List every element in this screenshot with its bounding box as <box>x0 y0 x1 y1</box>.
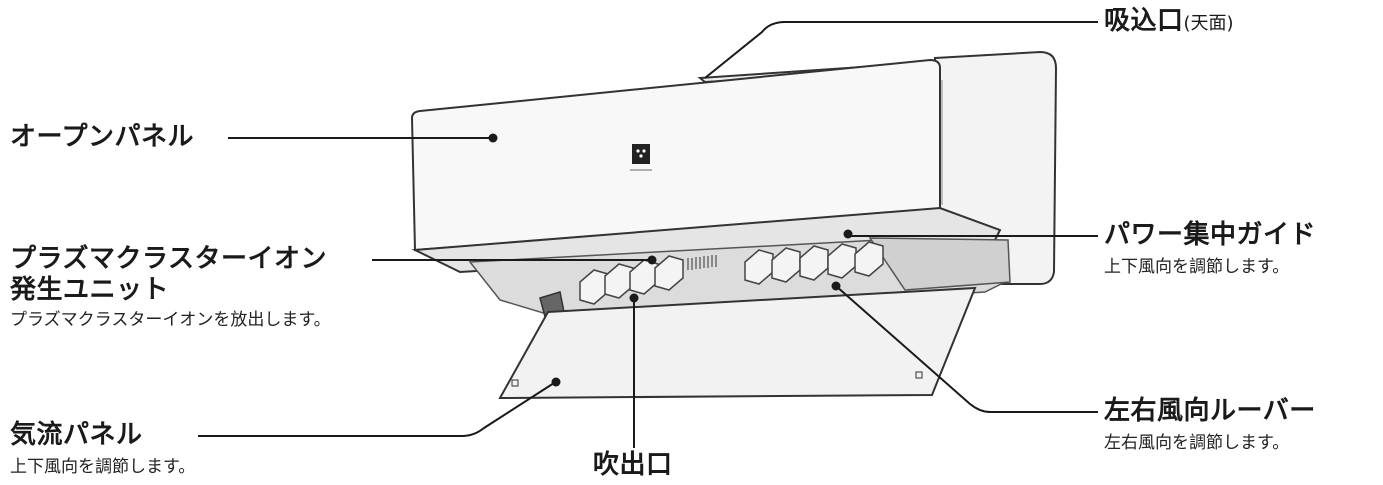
indoor-unit <box>410 50 1058 285</box>
label-plasma-title-1: プラズマクラスターイオン <box>10 244 327 274</box>
label-intake: 吸込口(天面) <box>1104 6 1234 37</box>
label-intake-title: 吸込口 <box>1104 6 1184 36</box>
label-louver: 左右風向ルーバー 左右風向を調節します。 <box>1104 396 1316 454</box>
leader-airflow-panel <box>198 382 555 437</box>
label-airflow-panel-title: 気流パネル <box>10 420 143 450</box>
label-louver-desc: 左右風向を調節します。 <box>1104 433 1290 454</box>
label-intake-note: (天面) <box>1183 13 1234 34</box>
panel-screw-right <box>915 371 923 379</box>
label-outlet: 吹出口 <box>593 450 673 480</box>
label-plasma: プラズマクラスターイオン 発生ユニット プラズマクラスターイオンを放出します。 <box>10 244 331 331</box>
leader-intake <box>704 21 1098 79</box>
label-power-guide: パワー集中ガイド 上下風向を調節します。 <box>1104 220 1316 278</box>
ion-unit-grille <box>687 255 717 270</box>
panel-screw-left <box>511 379 519 387</box>
label-airflow-panel: 気流パネル 上下風向を調節します。 <box>10 420 195 478</box>
label-plasma-title-2: 発生ユニット <box>10 275 170 306</box>
airflow-panel-shape <box>498 286 977 400</box>
label-power-guide-desc: 上下風向を調節します。 <box>1104 257 1290 278</box>
label-airflow-panel-desc: 上下風向を調節します。 <box>10 457 196 478</box>
label-open-panel: オープンパネル <box>10 122 194 152</box>
label-louver-title: 左右風向ルーバー <box>1104 396 1316 426</box>
label-plasma-desc: プラズマクラスターイオンを放出します。 <box>10 310 331 331</box>
leader-lines <box>198 21 1098 448</box>
label-power-guide-title: パワー集中ガイド <box>1104 220 1317 250</box>
leader-louver <box>835 285 1098 413</box>
brand-logo-icon <box>630 144 652 171</box>
leader-dots <box>488 133 853 387</box>
